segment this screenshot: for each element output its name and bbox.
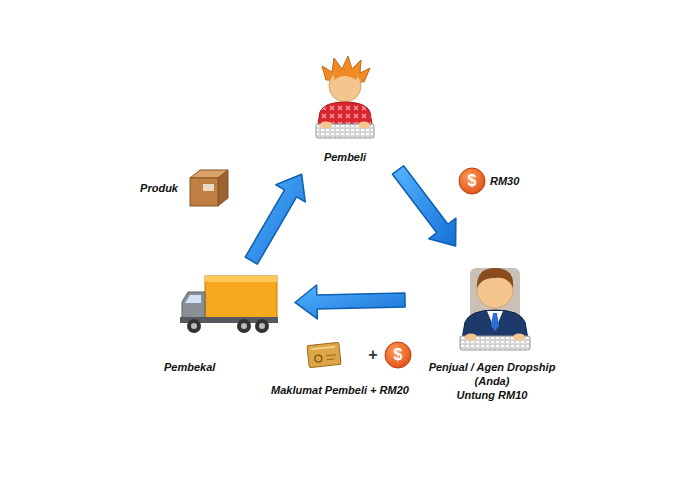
seller-figure-part xyxy=(513,334,525,341)
seller-node: Penjual / Agen Dropship (Anda)Untung RM1… xyxy=(410,250,574,408)
truck-figure xyxy=(180,276,278,333)
parcel-icon-part xyxy=(203,184,214,191)
edge-label: Produk xyxy=(140,181,178,195)
plus-sign: + xyxy=(368,347,377,363)
truck-figure-part xyxy=(191,323,197,329)
parcel-icon-part xyxy=(218,170,228,206)
buyer-figure xyxy=(316,56,374,138)
dollar-sign: $ xyxy=(468,173,477,189)
node-note: Untung RM10 xyxy=(414,388,570,402)
envelope-icon xyxy=(307,342,341,367)
buyer-figure-part xyxy=(358,122,370,129)
buyer-figure-part xyxy=(334,69,358,80)
flow-arrow xyxy=(392,166,455,246)
seller-figure-part xyxy=(477,268,513,288)
dollar-coin xyxy=(459,168,485,194)
supplier-node: Pembekal xyxy=(160,265,290,380)
flow-arrow xyxy=(295,285,405,319)
node-title: Penjual / Agen Dropship (Anda) xyxy=(414,360,570,388)
dollar-coin xyxy=(385,342,411,368)
seller-figure xyxy=(460,268,530,350)
parcel-icon-part xyxy=(190,178,218,206)
edge-label: RM30 xyxy=(490,174,519,188)
buyer-figure-part xyxy=(329,70,361,102)
truck-figure-part xyxy=(205,276,277,282)
envelope-icon-part xyxy=(311,347,335,350)
node-title: Pembekal xyxy=(164,360,286,374)
envelope-icon-part xyxy=(326,355,336,360)
node-title: Pembeli xyxy=(299,150,391,164)
buyer-figure-part xyxy=(320,122,332,129)
truck-figure-part xyxy=(205,276,277,318)
flow-arrow xyxy=(245,174,305,264)
edge-label: Maklumat Pembeli + RM20 xyxy=(271,383,409,397)
seller-figure-part xyxy=(465,334,477,341)
buyer-node: Pembeli xyxy=(295,55,395,170)
seller-figure-part xyxy=(491,313,499,331)
truck-figure-part xyxy=(237,319,251,333)
truck-figure-part xyxy=(259,323,265,329)
parcel-icon xyxy=(190,170,228,206)
truck-figure-part xyxy=(255,319,269,333)
seller-figure-part xyxy=(487,311,503,330)
truck-figure-part xyxy=(187,319,201,333)
envelope-icon-part xyxy=(314,355,322,363)
truck-figure-part xyxy=(241,323,247,329)
envelope-icon-part xyxy=(307,342,341,367)
truck-figure-part xyxy=(185,295,201,303)
dollar-sign: $ xyxy=(394,347,403,363)
